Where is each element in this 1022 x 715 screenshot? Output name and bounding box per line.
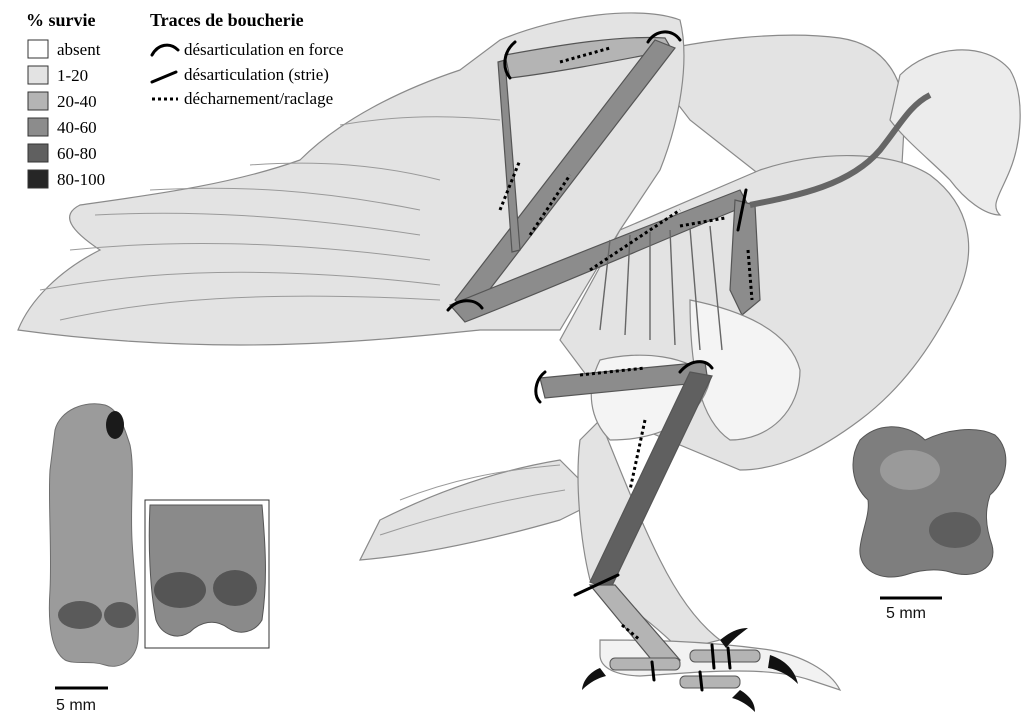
bone-foramen xyxy=(106,411,124,439)
strie-disarticulation-mark xyxy=(712,645,714,668)
scale-label-right: 5 mm xyxy=(886,605,926,622)
bone-condyle xyxy=(104,602,136,628)
survival-swatch-label: 40-60 xyxy=(57,118,97,137)
survival-swatch xyxy=(28,40,48,58)
bone-photo-left: 5 mm xyxy=(49,404,138,714)
leg-feathers xyxy=(578,420,720,650)
survival-swatch xyxy=(28,144,48,162)
bone-photo-inset xyxy=(145,500,269,648)
survival-swatch xyxy=(28,118,48,136)
straight-line-icon xyxy=(152,72,176,82)
trace-label-strie: désarticulation (strie) xyxy=(184,65,329,84)
butchery-legend-title: Traces de boucherie xyxy=(150,10,304,30)
butchery-legend: Traces de boucherie désarticulation en f… xyxy=(150,10,344,108)
strie-disarticulation-mark xyxy=(652,662,654,680)
coracoid-bone xyxy=(730,200,760,315)
bone-specimen-inset xyxy=(149,505,265,636)
curved-line-icon xyxy=(152,45,178,55)
trace-label-decharnement: décharnement/raclage xyxy=(184,89,333,108)
bone-condyle xyxy=(213,570,257,606)
survival-swatch xyxy=(28,92,48,110)
bone-condyle xyxy=(154,572,206,608)
trace-label-force: désarticulation en force xyxy=(184,40,344,59)
survival-swatch-label: 20-40 xyxy=(57,92,97,111)
strie-disarticulation-mark xyxy=(700,672,702,690)
bone-condyle xyxy=(58,601,102,629)
survival-swatch-label: absent xyxy=(57,40,101,59)
bone-articulation xyxy=(880,450,940,490)
bone-specimen-right xyxy=(853,427,1006,577)
survival-swatch-label: 60-80 xyxy=(57,144,97,163)
talon xyxy=(582,668,606,690)
survival-swatch-label: 1-20 xyxy=(57,66,88,85)
talon xyxy=(732,690,755,712)
survival-swatch-label: 80-100 xyxy=(57,170,105,189)
scale-label-left: 5 mm xyxy=(56,697,96,714)
bone-articulation xyxy=(929,512,981,548)
survival-swatch xyxy=(28,170,48,188)
survival-legend: % survie absent 1-20 20-40 40-60 60-80 80-100 xyxy=(26,10,105,189)
survival-swatch xyxy=(28,66,48,84)
strie-disarticulation-mark xyxy=(728,648,730,668)
bone-photo-right: 5 mm xyxy=(853,427,1006,622)
survival-legend-title: % survie xyxy=(26,10,96,30)
tail xyxy=(360,460,600,560)
